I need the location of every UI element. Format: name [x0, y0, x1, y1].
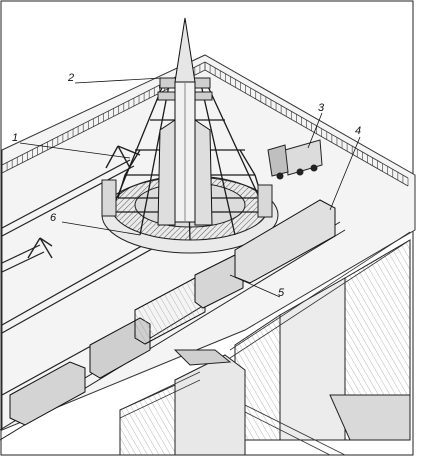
- callout-label-6: 6: [50, 212, 57, 224]
- fence-posts: [1, 62, 409, 186]
- rocket-nose-cone: [174, 17, 196, 83]
- locomotive: [9, 361, 86, 426]
- callout-label-3: 3: [318, 102, 325, 114]
- callout-label-5: 5: [278, 287, 285, 299]
- callout-label-4: 4: [355, 125, 362, 137]
- lower-fence: [119, 231, 411, 456]
- callout-leaders: [19, 77, 361, 298]
- callout-label-2: 2: [68, 72, 75, 84]
- support-structure: [119, 239, 411, 456]
- rocket: [157, 17, 213, 226]
- ring-service-units: [101, 179, 273, 218]
- train: [9, 199, 336, 426]
- fuel-truck: [267, 139, 323, 180]
- rocket-booster-right: [194, 119, 213, 226]
- callout-label-1: 1: [12, 132, 19, 144]
- cable-mast-2: [27, 237, 53, 259]
- rocket-booster-left: [157, 119, 176, 226]
